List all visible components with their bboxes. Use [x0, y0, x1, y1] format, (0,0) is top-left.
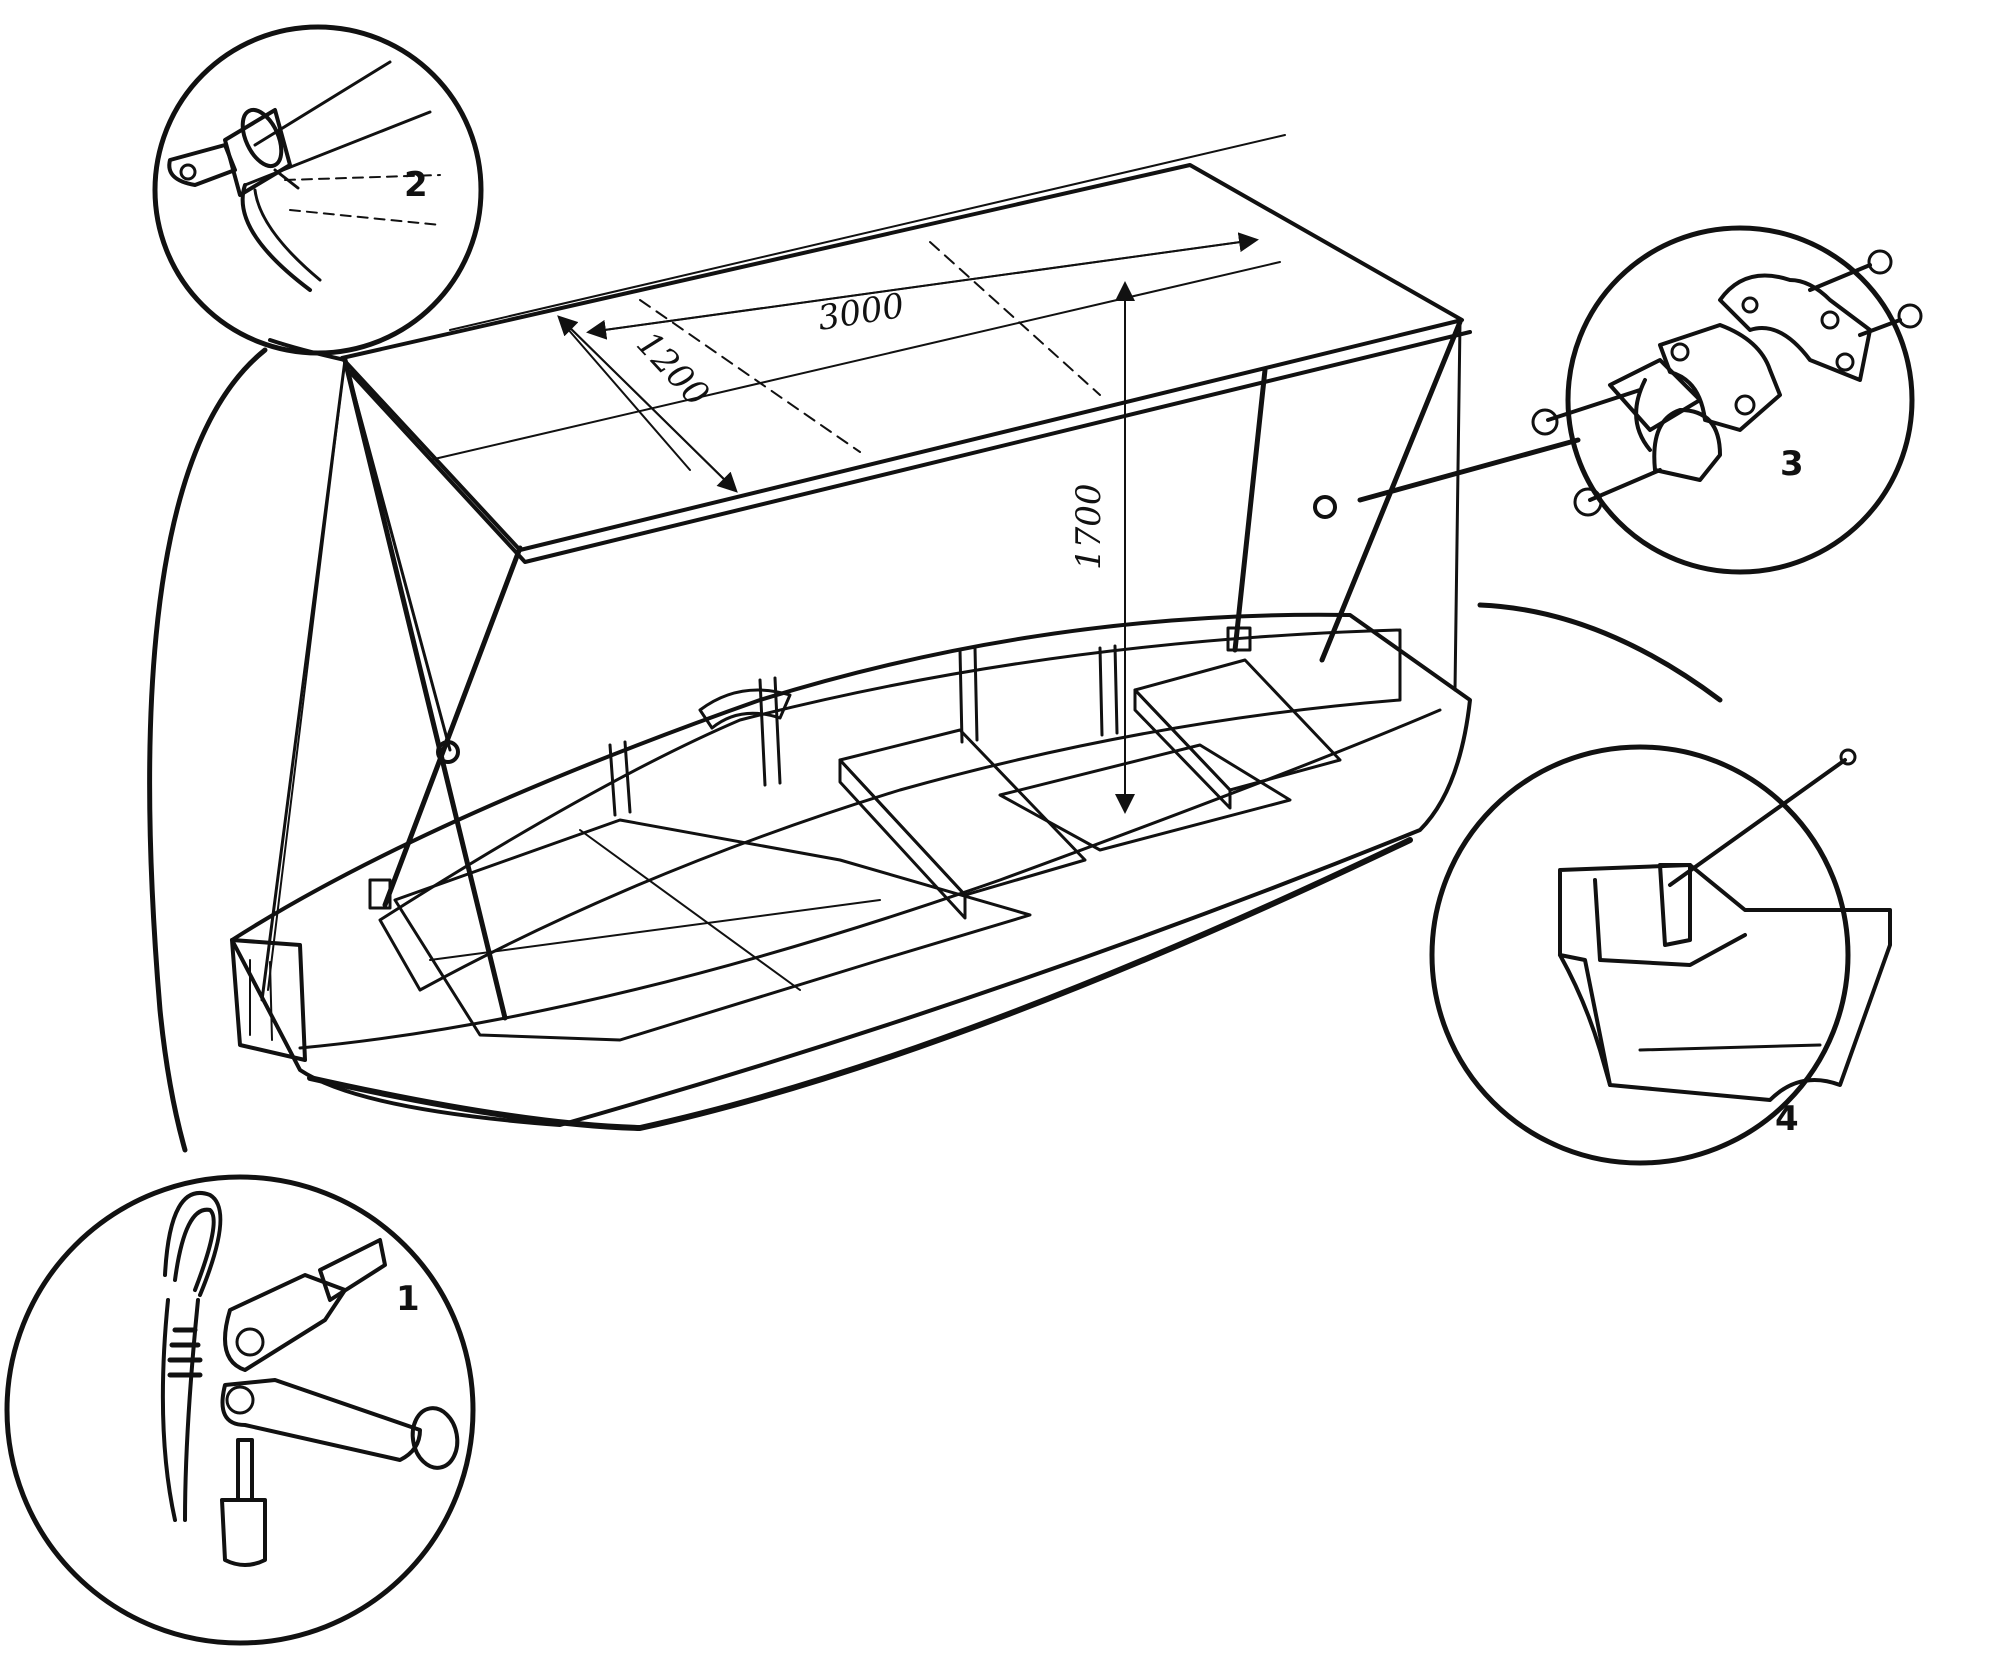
frame-clamp — [1313, 495, 1337, 519]
detail-3-callout — [1357, 225, 1923, 575]
detail-3-number: 3 — [1780, 444, 1804, 484]
dimension-width-label: 1200 — [628, 324, 716, 415]
detail-2-callout — [152, 24, 484, 362]
detail-1-callout — [4, 347, 476, 1646]
dimension-length-label: 3000 — [815, 286, 907, 339]
detail-2-number: 2 — [404, 165, 428, 205]
awning-canopy — [340, 134, 1472, 564]
detail-4-callout — [1429, 602, 1892, 1166]
detail-4-number: 4 — [1775, 1099, 1799, 1139]
boat-hull — [230, 612, 1472, 1131]
detail-1-number: 1 — [396, 1279, 420, 1319]
dimension-lines — [557, 232, 1259, 814]
frame-clamp — [436, 740, 460, 764]
boat-interior — [378, 628, 1402, 1042]
dimension-height-label: 1700 — [1069, 483, 1109, 570]
